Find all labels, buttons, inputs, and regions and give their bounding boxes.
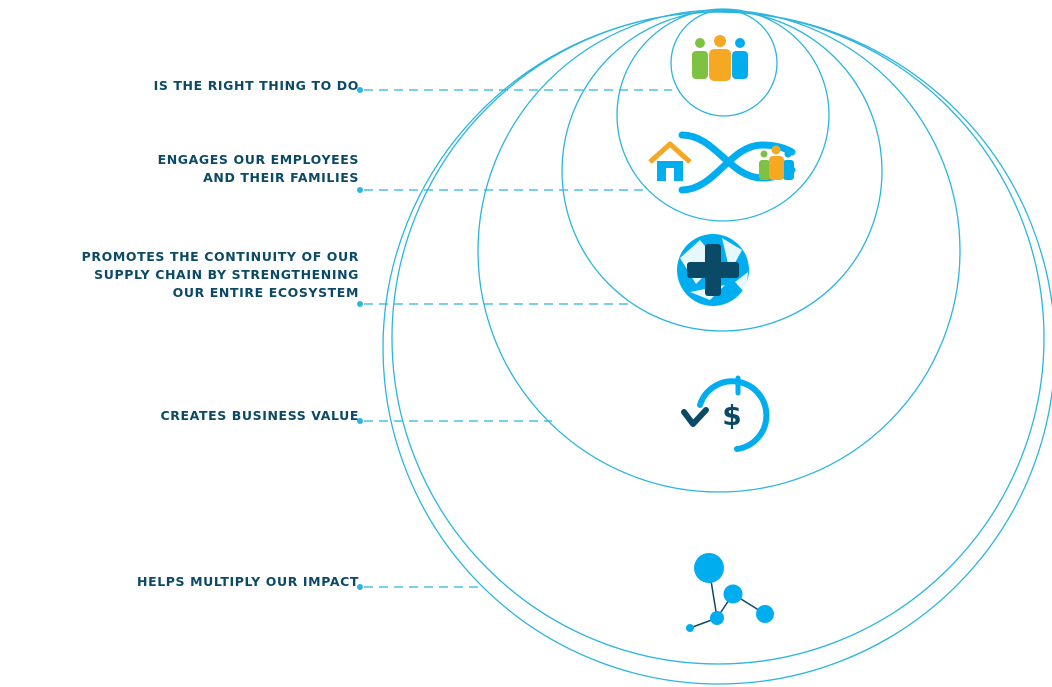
label-impact: HELPS MULTIPLY OUR IMPACT [137,573,359,591]
leader-dot [357,418,363,424]
circle-supply-chain [561,10,883,332]
label-line: OUR ENTIRE ECOSYSTEM [172,285,359,300]
label-right-thing: IS THE RIGHT THING TO DO [154,77,359,95]
label-supply-chain: PROMOTES THE CONTINUITY OF OUR SUPPLY CH… [82,248,359,302]
people-group-icon [692,35,748,81]
circle-right-thing [670,9,778,117]
label-line: CREATES BUSINESS VALUE [160,408,359,423]
label-line: IS THE RIGHT THING TO DO [153,78,359,93]
label-line: HELPS MULTIPLY OUR IMPACT [137,574,359,589]
home-family-loop-icon [648,131,796,194]
network-nodes-icon [686,553,774,632]
leader-dots [357,87,363,590]
globe-plus-icon [677,234,749,306]
leader-dot [357,584,363,590]
leader-dot [357,87,363,93]
label-line: SUPPLY CHAIN BY STRENGTHENING [94,267,359,282]
circle-impact-inner [391,11,1045,665]
svg-text:$: $ [722,399,741,432]
leader-lines [364,89,672,588]
label-employees: ENGAGES OUR EMPLOYEES AND THEIR FAMILIES [158,151,359,187]
dollar-cycle-icon: $ [681,375,770,452]
label-line: AND THEIR FAMILIES [203,170,359,185]
label-business-value: CREATES BUSINESS VALUE [161,407,360,425]
leader-dot [357,187,363,193]
circle-employees [616,8,830,222]
leader-dot [357,301,363,307]
circle-group [382,8,1052,685]
label-line: ENGAGES OUR EMPLOYEES [157,152,359,167]
label-line: PROMOTES THE CONTINUITY OF OUR [81,249,359,264]
circle-impact [382,11,1052,685]
